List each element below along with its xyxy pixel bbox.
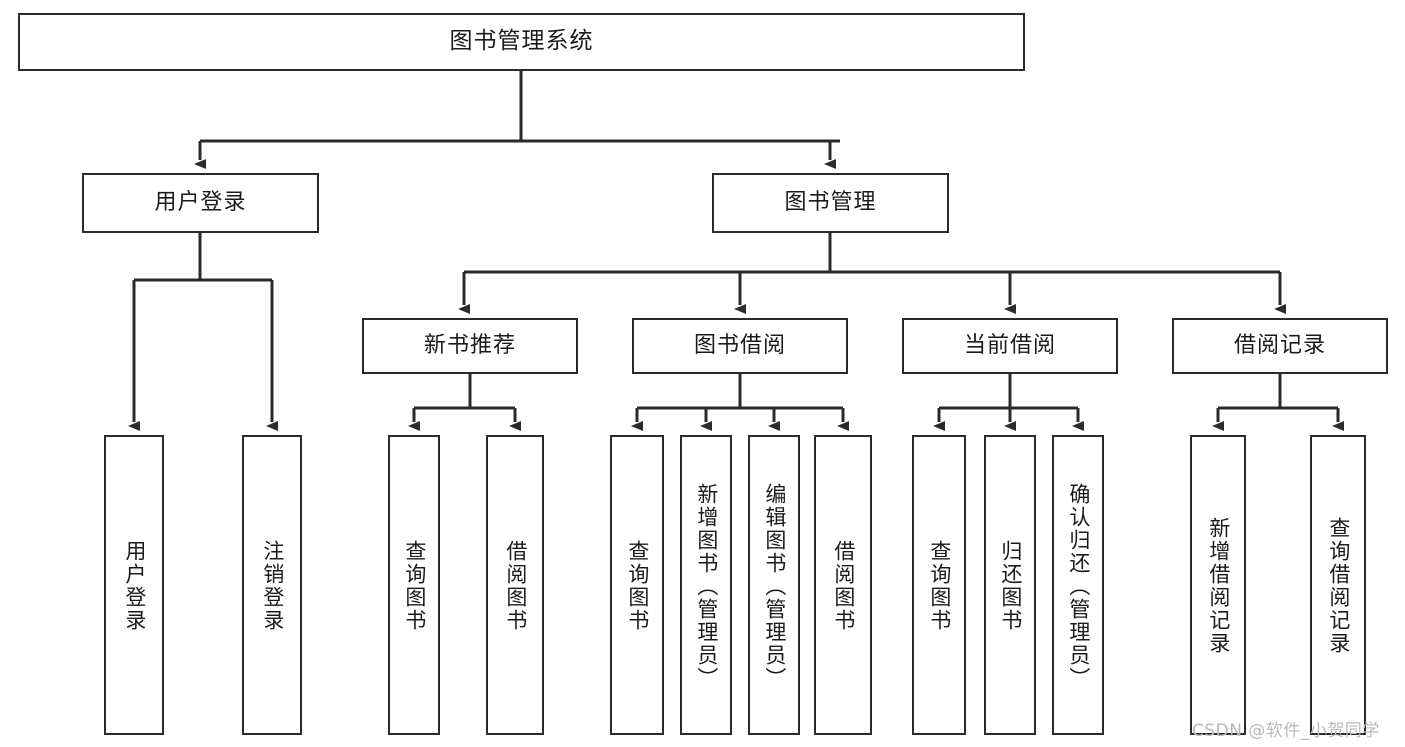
node-level1-user-login[interactable]: 用户登录 xyxy=(82,173,319,233)
node-level2-book-borrow[interactable]: 图书借阅 xyxy=(632,318,848,374)
node-leaf-edit-book-admin[interactable]: 编辑图书（管理员） xyxy=(748,435,800,735)
node-leaf-label: 查询借阅记录 xyxy=(1326,517,1351,655)
csdn-watermark: CSDN @软件_小贺同学 xyxy=(1192,721,1380,741)
node-leaf-label: 注销登录 xyxy=(260,540,285,632)
node-leaf-label: 归还图书 xyxy=(998,540,1023,632)
node-leaf-borrow-book[interactable]: 借阅图书 xyxy=(814,435,872,735)
node-leaf-query-book-current[interactable]: 查询图书 xyxy=(912,435,966,735)
node-level2-current-borrow[interactable]: 当前借阅 xyxy=(902,318,1118,374)
node-leaf-label: 借阅图书 xyxy=(831,540,856,632)
node-leaf-user-login[interactable]: 用户登录 xyxy=(104,435,164,735)
node-leaf-confirm-return-admin[interactable]: 确认归还（管理员） xyxy=(1052,435,1104,735)
node-leaf-query-borrow-record[interactable]: 查询借阅记录 xyxy=(1310,435,1366,735)
node-leaf-query-book-newbook[interactable]: 查询图书 xyxy=(388,435,440,735)
node-level1-book-management[interactable]: 图书管理 xyxy=(712,173,949,233)
node-leaf-label: 用户登录 xyxy=(122,540,147,632)
node-leaf-add-book-admin[interactable]: 新增图书（管理员） xyxy=(680,435,732,735)
node-leaf-label: 确认归还（管理员） xyxy=(1066,482,1091,690)
node-leaf-query-book-borrow[interactable]: 查询图书 xyxy=(610,435,664,735)
node-root[interactable]: 图书管理系统 xyxy=(18,13,1025,71)
node-level2-new-book-recommend[interactable]: 新书推荐 xyxy=(362,318,578,374)
node-leaf-label: 编辑图书（管理员） xyxy=(762,482,787,690)
node-leaf-label: 查询图书 xyxy=(625,540,650,632)
node-leaf-label: 借阅图书 xyxy=(503,540,528,632)
node-leaf-logout[interactable]: 注销登录 xyxy=(242,435,302,735)
node-leaf-label: 查询图书 xyxy=(927,540,952,632)
node-leaf-label: 查询图书 xyxy=(402,540,427,632)
node-leaf-label: 新增图书（管理员） xyxy=(694,482,719,690)
node-leaf-label: 新增借阅记录 xyxy=(1206,517,1231,655)
node-leaf-return-book[interactable]: 归还图书 xyxy=(984,435,1036,735)
node-leaf-add-borrow-record[interactable]: 新增借阅记录 xyxy=(1190,435,1246,735)
node-leaf-borrow-book-newbook[interactable]: 借阅图书 xyxy=(486,435,544,735)
node-level2-borrow-record[interactable]: 借阅记录 xyxy=(1172,318,1388,374)
